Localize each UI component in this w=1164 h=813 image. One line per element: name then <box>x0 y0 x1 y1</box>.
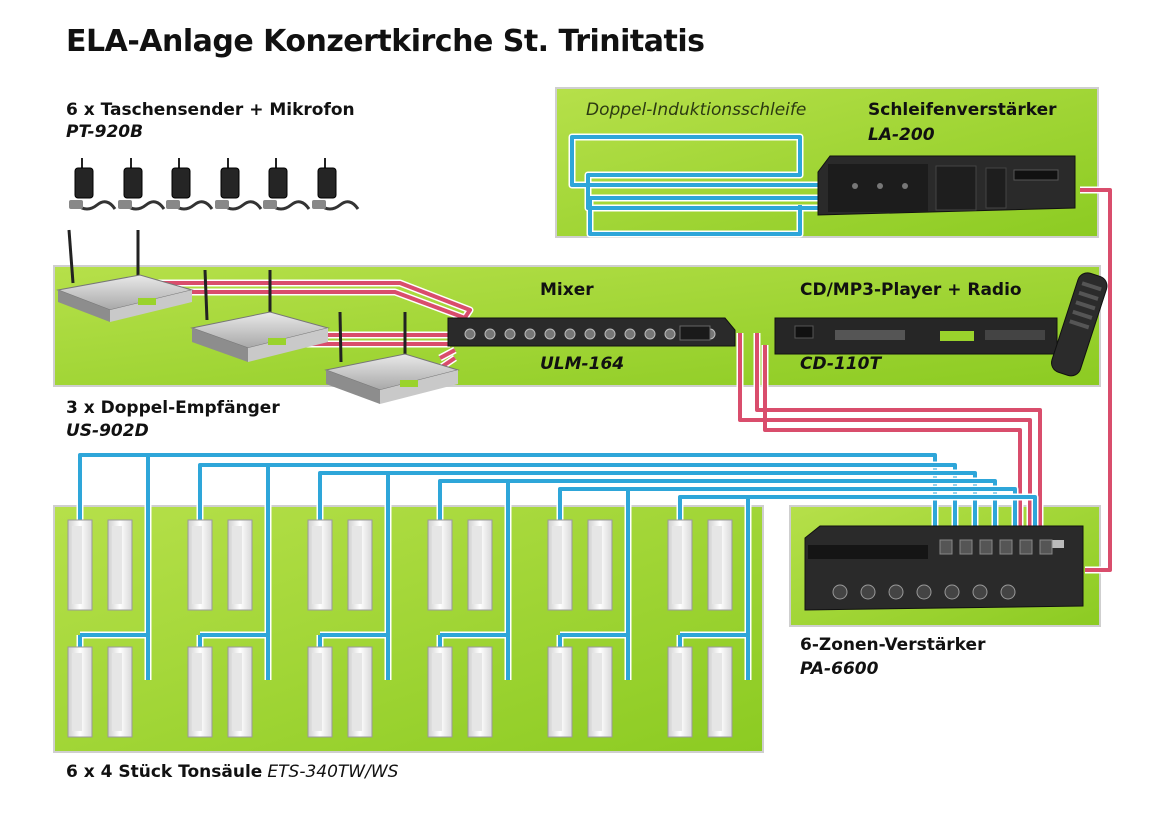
bodypack-transmitter <box>263 158 311 211</box>
cd-player-model: CD-110T <box>800 354 882 374</box>
mixer-knob <box>624 328 636 340</box>
speaker-column <box>227 519 253 611</box>
speaker-column <box>307 519 333 611</box>
bodypack-transmitter <box>69 158 117 211</box>
mixer-device <box>447 317 736 347</box>
mixer-meter <box>679 325 711 341</box>
amp-knob <box>944 584 960 600</box>
speaker-column <box>667 646 693 738</box>
amp-switch <box>939 539 953 555</box>
zone-amp-model: PA-6600 <box>800 659 879 679</box>
bodypack-transmitter <box>166 158 214 211</box>
speaker-column <box>227 646 253 738</box>
speaker-column <box>67 646 93 738</box>
cd-player-label: CD/MP3-Player + Radio <box>800 280 1022 300</box>
bodypack-transmitter <box>215 158 263 211</box>
speaker-cable-zone-6-core <box>678 495 1037 680</box>
mixer-knob <box>524 328 536 340</box>
speaker-column <box>67 519 93 611</box>
amp-knob <box>1000 584 1016 600</box>
amp-knob <box>888 584 904 600</box>
speaker-column <box>547 646 573 738</box>
speakers-caption: 6 x 4 Stück Tonsäule ETS-340TW/WS <box>66 762 398 782</box>
mixer-knob <box>564 328 576 340</box>
speaker-column <box>707 519 733 611</box>
induction-loop <box>568 133 828 238</box>
mixer-knob <box>504 328 516 340</box>
mixer-knob <box>464 328 476 340</box>
mixer-knob <box>604 328 616 340</box>
speaker-column <box>107 646 133 738</box>
speaker-cables <box>76 451 1039 680</box>
speakers-model: ETS-340TW/WS <box>267 762 399 782</box>
speakers-label: 6 x 4 Stück Tonsäule <box>66 762 263 782</box>
loop-amplifier-device <box>817 155 1076 216</box>
mixer-model: ULM-164 <box>540 354 625 374</box>
speaker-column <box>427 646 453 738</box>
speaker-cable-zone-3-core <box>318 471 977 680</box>
amp-knob <box>972 584 988 600</box>
mixer-label: Mixer <box>540 280 594 300</box>
transmitters-label: 6 x Taschensender + Mikrofon <box>66 100 355 120</box>
cd-player-device <box>774 317 1058 355</box>
speaker-column <box>307 646 333 738</box>
loop-amp-label: Schleifenverstärker <box>868 100 1057 120</box>
zone-amplifier-device <box>804 525 1084 611</box>
speaker-column <box>427 519 453 611</box>
speaker-cable-zone-2-core <box>198 463 957 680</box>
speaker-column <box>587 646 613 738</box>
zone-amp-label: 6-Zonen-Verstärker <box>800 635 986 655</box>
receiver-3 <box>324 311 460 404</box>
speaker-column <box>667 519 693 611</box>
amp-switch <box>1039 539 1053 555</box>
bodypack-transmitter <box>118 158 166 211</box>
speaker-column <box>547 519 573 611</box>
speaker-column <box>467 646 493 738</box>
speaker-column <box>347 646 373 738</box>
remote-control <box>1051 272 1108 377</box>
speaker-cable-zone-4-core <box>438 479 997 680</box>
page-title: ELA-Anlage Konzertkirche St. Trinitatis <box>66 24 705 59</box>
bodypack-transmitter <box>312 158 360 211</box>
amp-knob <box>832 584 848 600</box>
speaker-column <box>187 646 213 738</box>
mixer-knob <box>484 328 496 340</box>
receivers-label: 3 x Doppel-Empfänger <box>66 398 280 418</box>
speaker-panel <box>53 505 764 753</box>
speaker-cable-zone-5-core <box>558 487 1017 680</box>
speaker-columns <box>67 519 733 738</box>
receiver-2 <box>190 269 330 362</box>
speaker-column <box>707 646 733 738</box>
speaker-column <box>347 519 373 611</box>
receivers-model: US-902D <box>66 421 149 441</box>
mixer-knob <box>644 328 656 340</box>
amp-knob <box>860 584 876 600</box>
receiver-1 <box>56 229 194 322</box>
speaker-column <box>187 519 213 611</box>
amp-switch <box>1019 539 1033 555</box>
mixer-knob <box>584 328 596 340</box>
mixer-knob <box>544 328 556 340</box>
amp-switch <box>979 539 993 555</box>
speaker-column <box>467 519 493 611</box>
amp-knob <box>916 584 932 600</box>
speaker-column <box>107 519 133 611</box>
transmitters <box>69 158 360 211</box>
loop-amp-model: LA-200 <box>868 125 935 145</box>
loop-label: Doppel-Induktionsschleife <box>586 100 807 120</box>
amp-switch <box>959 539 973 555</box>
speaker-column <box>587 519 613 611</box>
mixer-knob <box>664 328 676 340</box>
amp-switch <box>999 539 1013 555</box>
speaker-cable-zone-1-core <box>78 453 937 680</box>
transmitters-model: PT-920B <box>66 122 144 142</box>
